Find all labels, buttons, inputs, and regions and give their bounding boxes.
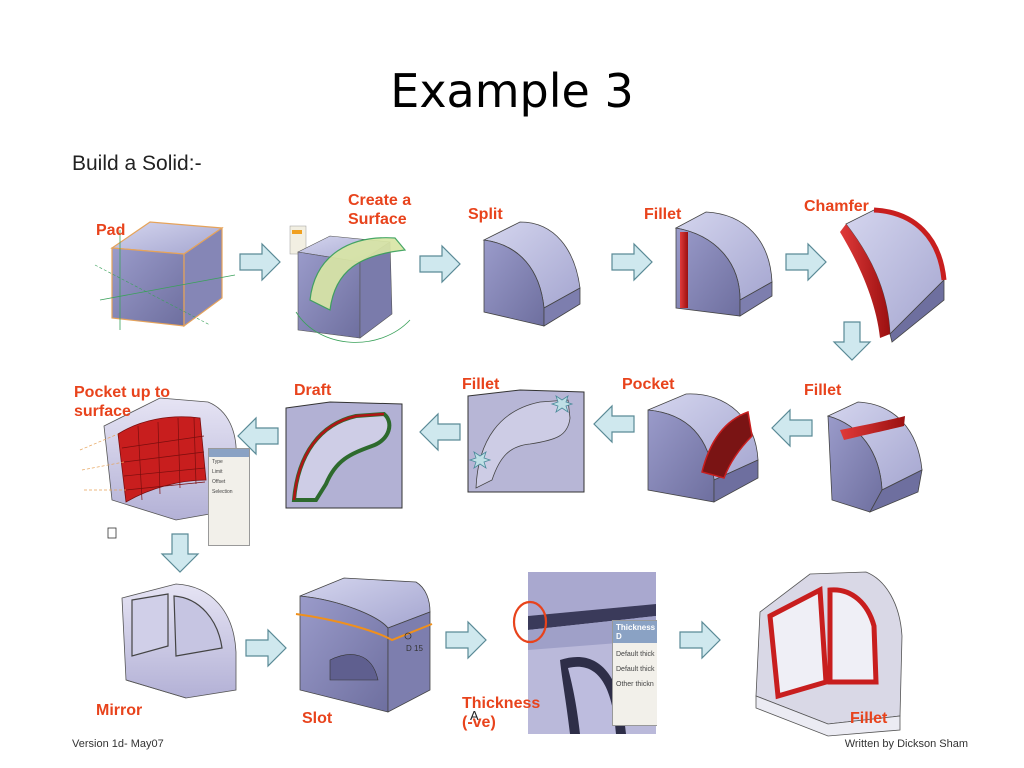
label-create-surface: Create a Surface [348,191,411,229]
label-split: Split [468,205,503,224]
draft-section [286,402,402,508]
thickness-dialog-title: Thickness D [613,621,657,643]
pocket-solid [648,394,758,502]
footer-author: Written by Dickson Sham [845,738,968,750]
label-mirror: Mirror [96,701,142,720]
split-solid [484,222,580,326]
arrow-surface-to-split [420,246,460,282]
arrow-pocket-down [162,534,198,572]
arrow-fillet-to-draft [420,414,460,450]
thickness-letter: A [470,708,479,723]
arrow-fillet-to-pocket [772,410,812,446]
create-surface-solid [290,226,410,342]
thickness-dialog: Thickness D Default thick Default thick … [612,620,657,726]
label-draft: Draft [294,381,331,400]
pocket-dialog-thumbnail: Type Limit Offset Selection [208,448,250,546]
arrow-chamfer-down [834,322,870,360]
arrow-slot-to-thickness [446,622,486,658]
thickness-dialog-row: Default thick [613,664,657,675]
thickness-dialog-row: Default thick [613,649,657,660]
fillet-solid-1 [676,212,772,316]
arrow-fillet-to-chamfer [786,244,826,280]
arrow-pocket-to-fillet [594,406,634,442]
label-pocket-up-to-surface: Pocket up to surface [74,383,170,421]
arrow-split-to-fillet [612,244,652,280]
label-chamfer: Chamfer [804,197,869,216]
fillet-section [468,390,584,492]
mirror-solid [122,584,236,698]
arrow-pad-to-surface [240,244,280,280]
label-fillet-2: Fillet [804,381,841,400]
fillet-solid-2 [828,402,922,512]
label-pocket: Pocket [622,375,674,394]
label-fillet-1: Fillet [644,205,681,224]
label-fillet-3: Fillet [462,375,499,394]
label-slot: Slot [302,709,332,728]
arrow-mirror-to-slot [246,630,286,666]
slot-dimension: D 15 [406,644,423,653]
arrow-thickness-to-fillet [680,622,720,658]
thickness-dialog-row: Other thickn [613,679,657,690]
label-pad: Pad [96,221,125,240]
footer-version: Version 1d- May07 [72,738,164,750]
label-fillet-4: Fillet [850,709,887,728]
